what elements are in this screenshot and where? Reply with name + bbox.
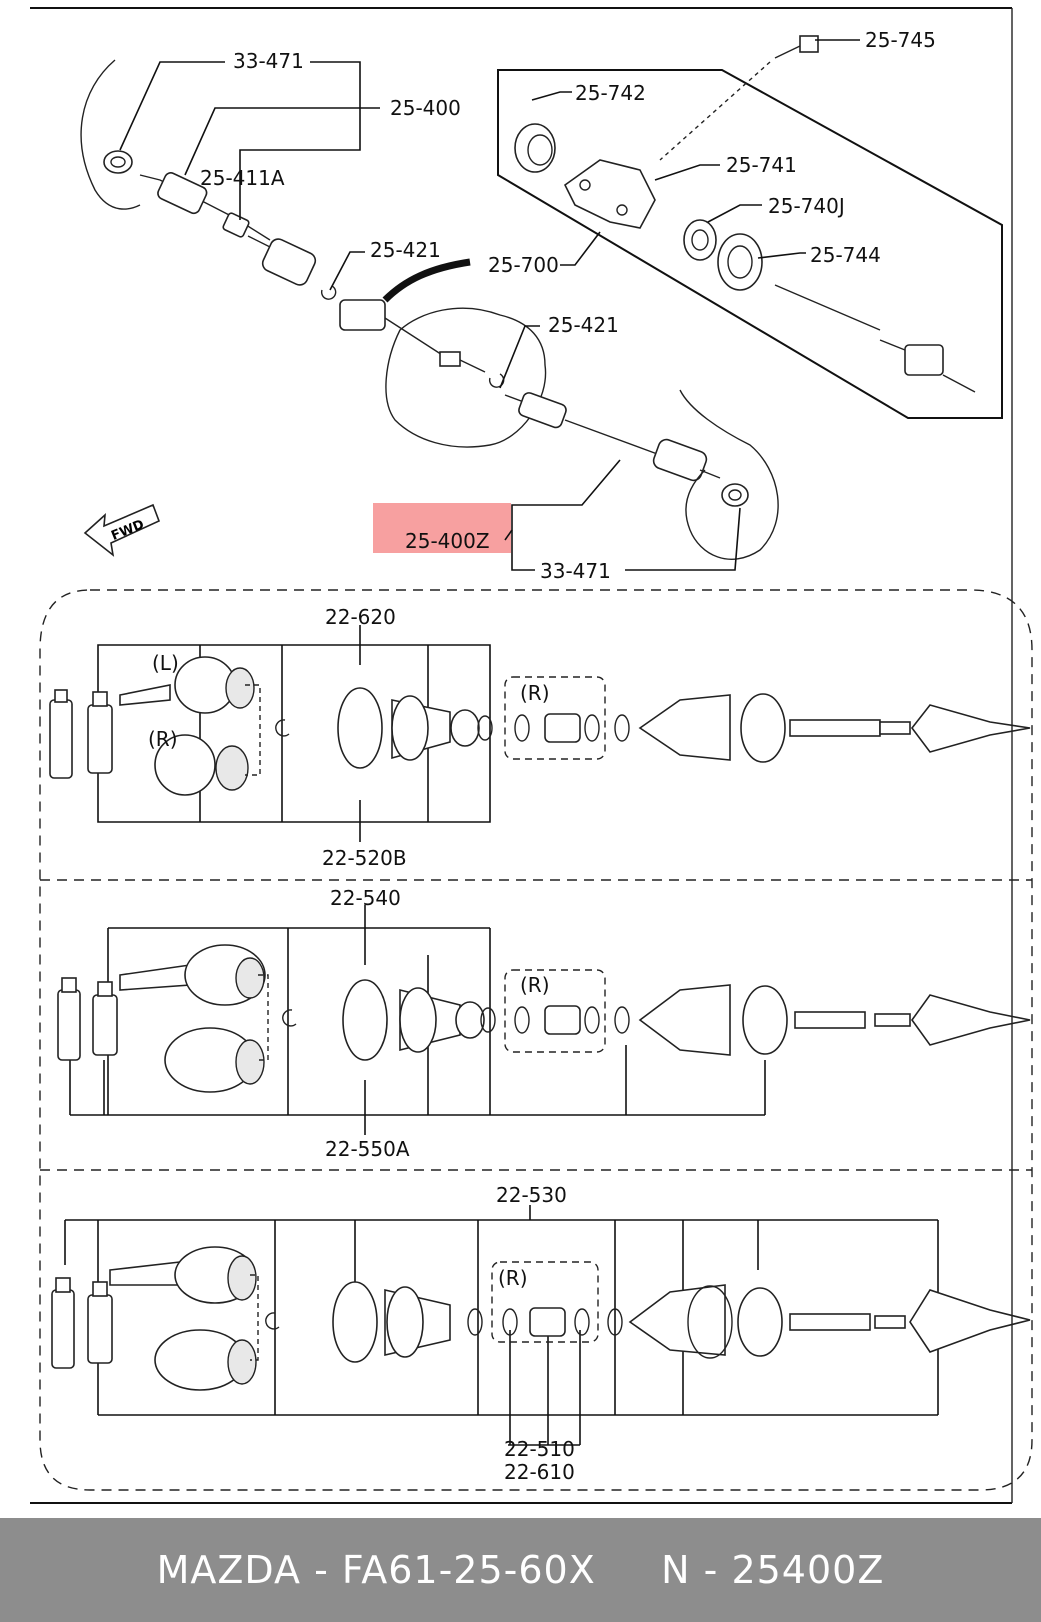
label-25-400z: 25-400Z bbox=[405, 529, 490, 553]
leader-lines-s3 bbox=[64, 1205, 939, 1446]
label-25-700: 25-700 bbox=[488, 253, 559, 277]
label-25-400: 25-400 bbox=[390, 96, 461, 120]
transmission-case-drawing bbox=[339, 299, 547, 448]
label-25-740j: 25-740J bbox=[768, 194, 845, 218]
label-22-530: 22-530 bbox=[496, 1183, 567, 1207]
intermediate-shaft-inset bbox=[497, 69, 1003, 419]
label-25-741: 25-741 bbox=[726, 153, 797, 177]
leader-lines-top bbox=[119, 39, 860, 571]
left-driveshaft-drawing bbox=[139, 172, 317, 286]
left-hub-drawing bbox=[80, 59, 141, 210]
label-r-group-2: (R) bbox=[520, 973, 550, 997]
label-r-group-3: (R) bbox=[498, 1266, 528, 1290]
section-1: 22-620 22-520B (L) (R) (R) bbox=[49, 605, 1031, 870]
label-25-744: 25-744 bbox=[810, 243, 881, 267]
section-3: 22-530 22-510 22-610 (R) bbox=[51, 1183, 1031, 1484]
section-2: 22-540 22-550A (R) bbox=[57, 886, 1031, 1161]
label-33-471-right: 33-471 bbox=[540, 559, 611, 583]
highlight-box bbox=[373, 503, 511, 553]
parts-diagram: FWD #diagram g[data-name="leader-lines-t… bbox=[30, 7, 1033, 1504]
connector-arc bbox=[382, 258, 471, 303]
label-22-620: 22-620 bbox=[325, 605, 396, 629]
label-r-joint: (R) bbox=[148, 727, 178, 751]
label-r-group: (R) bbox=[520, 681, 550, 705]
clip-left bbox=[320, 285, 337, 300]
label-25-421-lower: 25-421 bbox=[548, 313, 619, 337]
label-25-421-upper: 25-421 bbox=[370, 238, 441, 262]
footer-bar: MAZDA - FA61-25-60X N - 25400Z bbox=[0, 1518, 1041, 1622]
label-25-745: 25-745 bbox=[865, 28, 936, 52]
label-25-411a: 25-411A bbox=[200, 166, 285, 190]
right-hub-drawing bbox=[679, 389, 779, 560]
label-22-610: 22-610 bbox=[504, 1460, 575, 1484]
label-25-742: 25-742 bbox=[575, 81, 646, 105]
label-22-540: 22-540 bbox=[330, 886, 401, 910]
fwd-arrow: FWD bbox=[83, 503, 161, 557]
label-l: (L) bbox=[152, 651, 179, 675]
inset-parts-drawing bbox=[514, 35, 976, 393]
clip-right bbox=[488, 373, 505, 388]
label-22-520b: 22-520B bbox=[322, 846, 407, 870]
sections-border bbox=[39, 589, 1033, 1491]
label-22-510: 22-510 bbox=[504, 1437, 575, 1461]
right-driveshaft-drawing bbox=[504, 392, 721, 482]
label-33-471-left: 33-471 bbox=[233, 49, 304, 73]
label-22-550a: 22-550A bbox=[325, 1137, 410, 1161]
part-number-caption: MAZDA - FA61-25-60X N - 25400Z bbox=[156, 1548, 885, 1592]
